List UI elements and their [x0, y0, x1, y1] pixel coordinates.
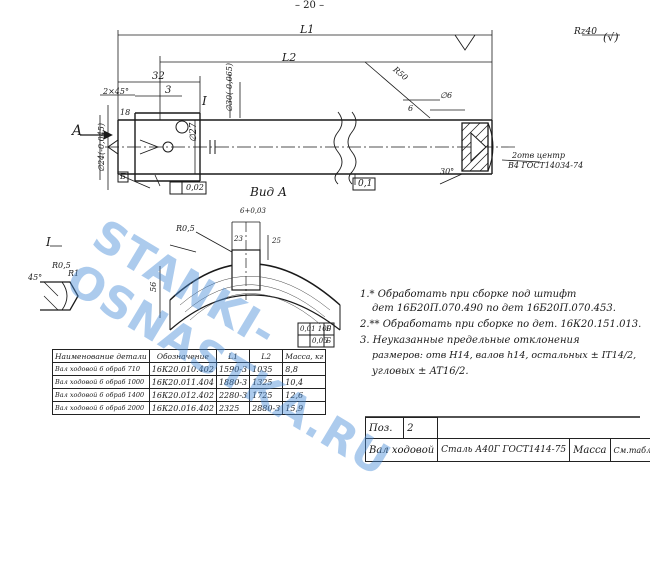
detail-i	[40, 245, 79, 311]
dim-view-a: 6+0,03	[240, 207, 266, 215]
table-row: Вал ходовой 6 обраб 1400 16К20.012.402 2…	[52, 388, 327, 402]
tolerance-frames	[117, 171, 376, 348]
dim-32: 32	[152, 71, 165, 82]
dimension-lines	[80, 30, 541, 190]
mass-label: Масса	[569, 438, 611, 462]
dim-r05: R0,5	[176, 224, 195, 233]
mass-value: См.табл.	[609, 438, 650, 462]
dim-25: 25	[272, 237, 281, 245]
dim-23: 23	[234, 235, 243, 243]
roughness-main: Rz40	[574, 27, 597, 37]
roughness-other: (√)	[603, 31, 619, 44]
table-row: Вал ходовой 6 обраб 2000 16К20.016.402 2…	[52, 401, 327, 415]
dim-chamfer: 2×45°	[103, 87, 129, 96]
view-a-section	[159, 221, 341, 331]
detail-45deg: 45°	[28, 273, 43, 282]
dim-18: 18	[120, 108, 131, 117]
dim-6: 6	[408, 104, 414, 113]
shaft-outline	[105, 111, 515, 185]
tol-ref-2: Б	[326, 337, 332, 345]
table-cell: 2325	[215, 401, 251, 415]
tol-frame-2: 0,05	[312, 337, 328, 345]
technical-drawing	[40, 30, 640, 418]
table-cell: 16К20.016.402	[148, 401, 217, 415]
table-cell: Вал ходовой 6 обраб 1000	[52, 375, 150, 389]
tol-frame-1: 0,01 100	[300, 325, 332, 333]
table-cell: 16К20.012.402	[148, 388, 217, 402]
drawing-sheet: { "page_number": "– 20 –", "watermark": …	[28, 0, 650, 487]
table-cell: 2880-3	[249, 401, 284, 415]
view-a-title: Вид А	[250, 185, 288, 199]
note-line-1: 1.* Обработать при сборке под штифт	[360, 289, 577, 300]
table-cell: Вал ходовой 6 обраб 1400	[52, 388, 150, 402]
detail-r05: R0,5	[52, 261, 71, 270]
section-mark: I	[202, 94, 207, 108]
page-number: – 20 –	[295, 0, 325, 11]
view-arrow-label: A	[72, 123, 83, 139]
note-line-4: 3. Неуказанные предельные отклонения	[360, 335, 580, 346]
table-header: Наименование детали	[52, 349, 150, 363]
table-cell: Вал ходовой 6 обраб 710	[52, 362, 150, 376]
dim-3: 3	[165, 85, 172, 96]
center-note-1: 2отв центр	[512, 151, 565, 160]
datum-b-label: Б	[120, 172, 126, 181]
datum-a-ref: 0,1	[358, 179, 373, 189]
dim-l1: L1	[300, 23, 315, 36]
table-cell: 15,9	[282, 401, 327, 415]
part-name: Вал ходовой	[364, 438, 439, 462]
dim-dia-mid: ∅30(-0,065)	[225, 63, 234, 112]
dim-l2: L2	[282, 51, 297, 64]
dim-27: ∅27	[189, 122, 199, 142]
note-line-5: размеров: отв Н14, валов h14, остальных …	[372, 350, 637, 361]
note-line-3: 2.** Обработать при сборке по дет. 16К20…	[360, 319, 642, 330]
dim-30deg: 30°	[440, 167, 455, 176]
tol-ref-1: Б	[326, 325, 332, 333]
runout-value: 0,02	[186, 183, 204, 192]
table-row: Вал ходовой 6 обраб 1000 16К20.011.404 1…	[52, 375, 327, 389]
spec-table: Наименование детали Обозначение L1 L2 Ма…	[52, 349, 327, 415]
note-line-6: угловых ± AT16/2.	[372, 366, 469, 377]
center-note-2: В4 ГОСТ14034-74	[508, 161, 584, 170]
dim-dia-left: ∅24(-0,045)	[97, 123, 106, 172]
table-cell: Вал ходовой 6 обраб 2000	[52, 401, 150, 415]
detail-r1: R1	[68, 269, 80, 278]
note-line-2: дет 16Б20П.070.490 по дет 16Б20П.070.453…	[372, 303, 616, 314]
dim-dia-right: ∅6	[440, 91, 453, 100]
title-block: Поз. 2 Вал ходовой Сталь А40Г ГОСТ1414-7…	[364, 417, 650, 462]
detail-mark: I	[46, 235, 51, 249]
